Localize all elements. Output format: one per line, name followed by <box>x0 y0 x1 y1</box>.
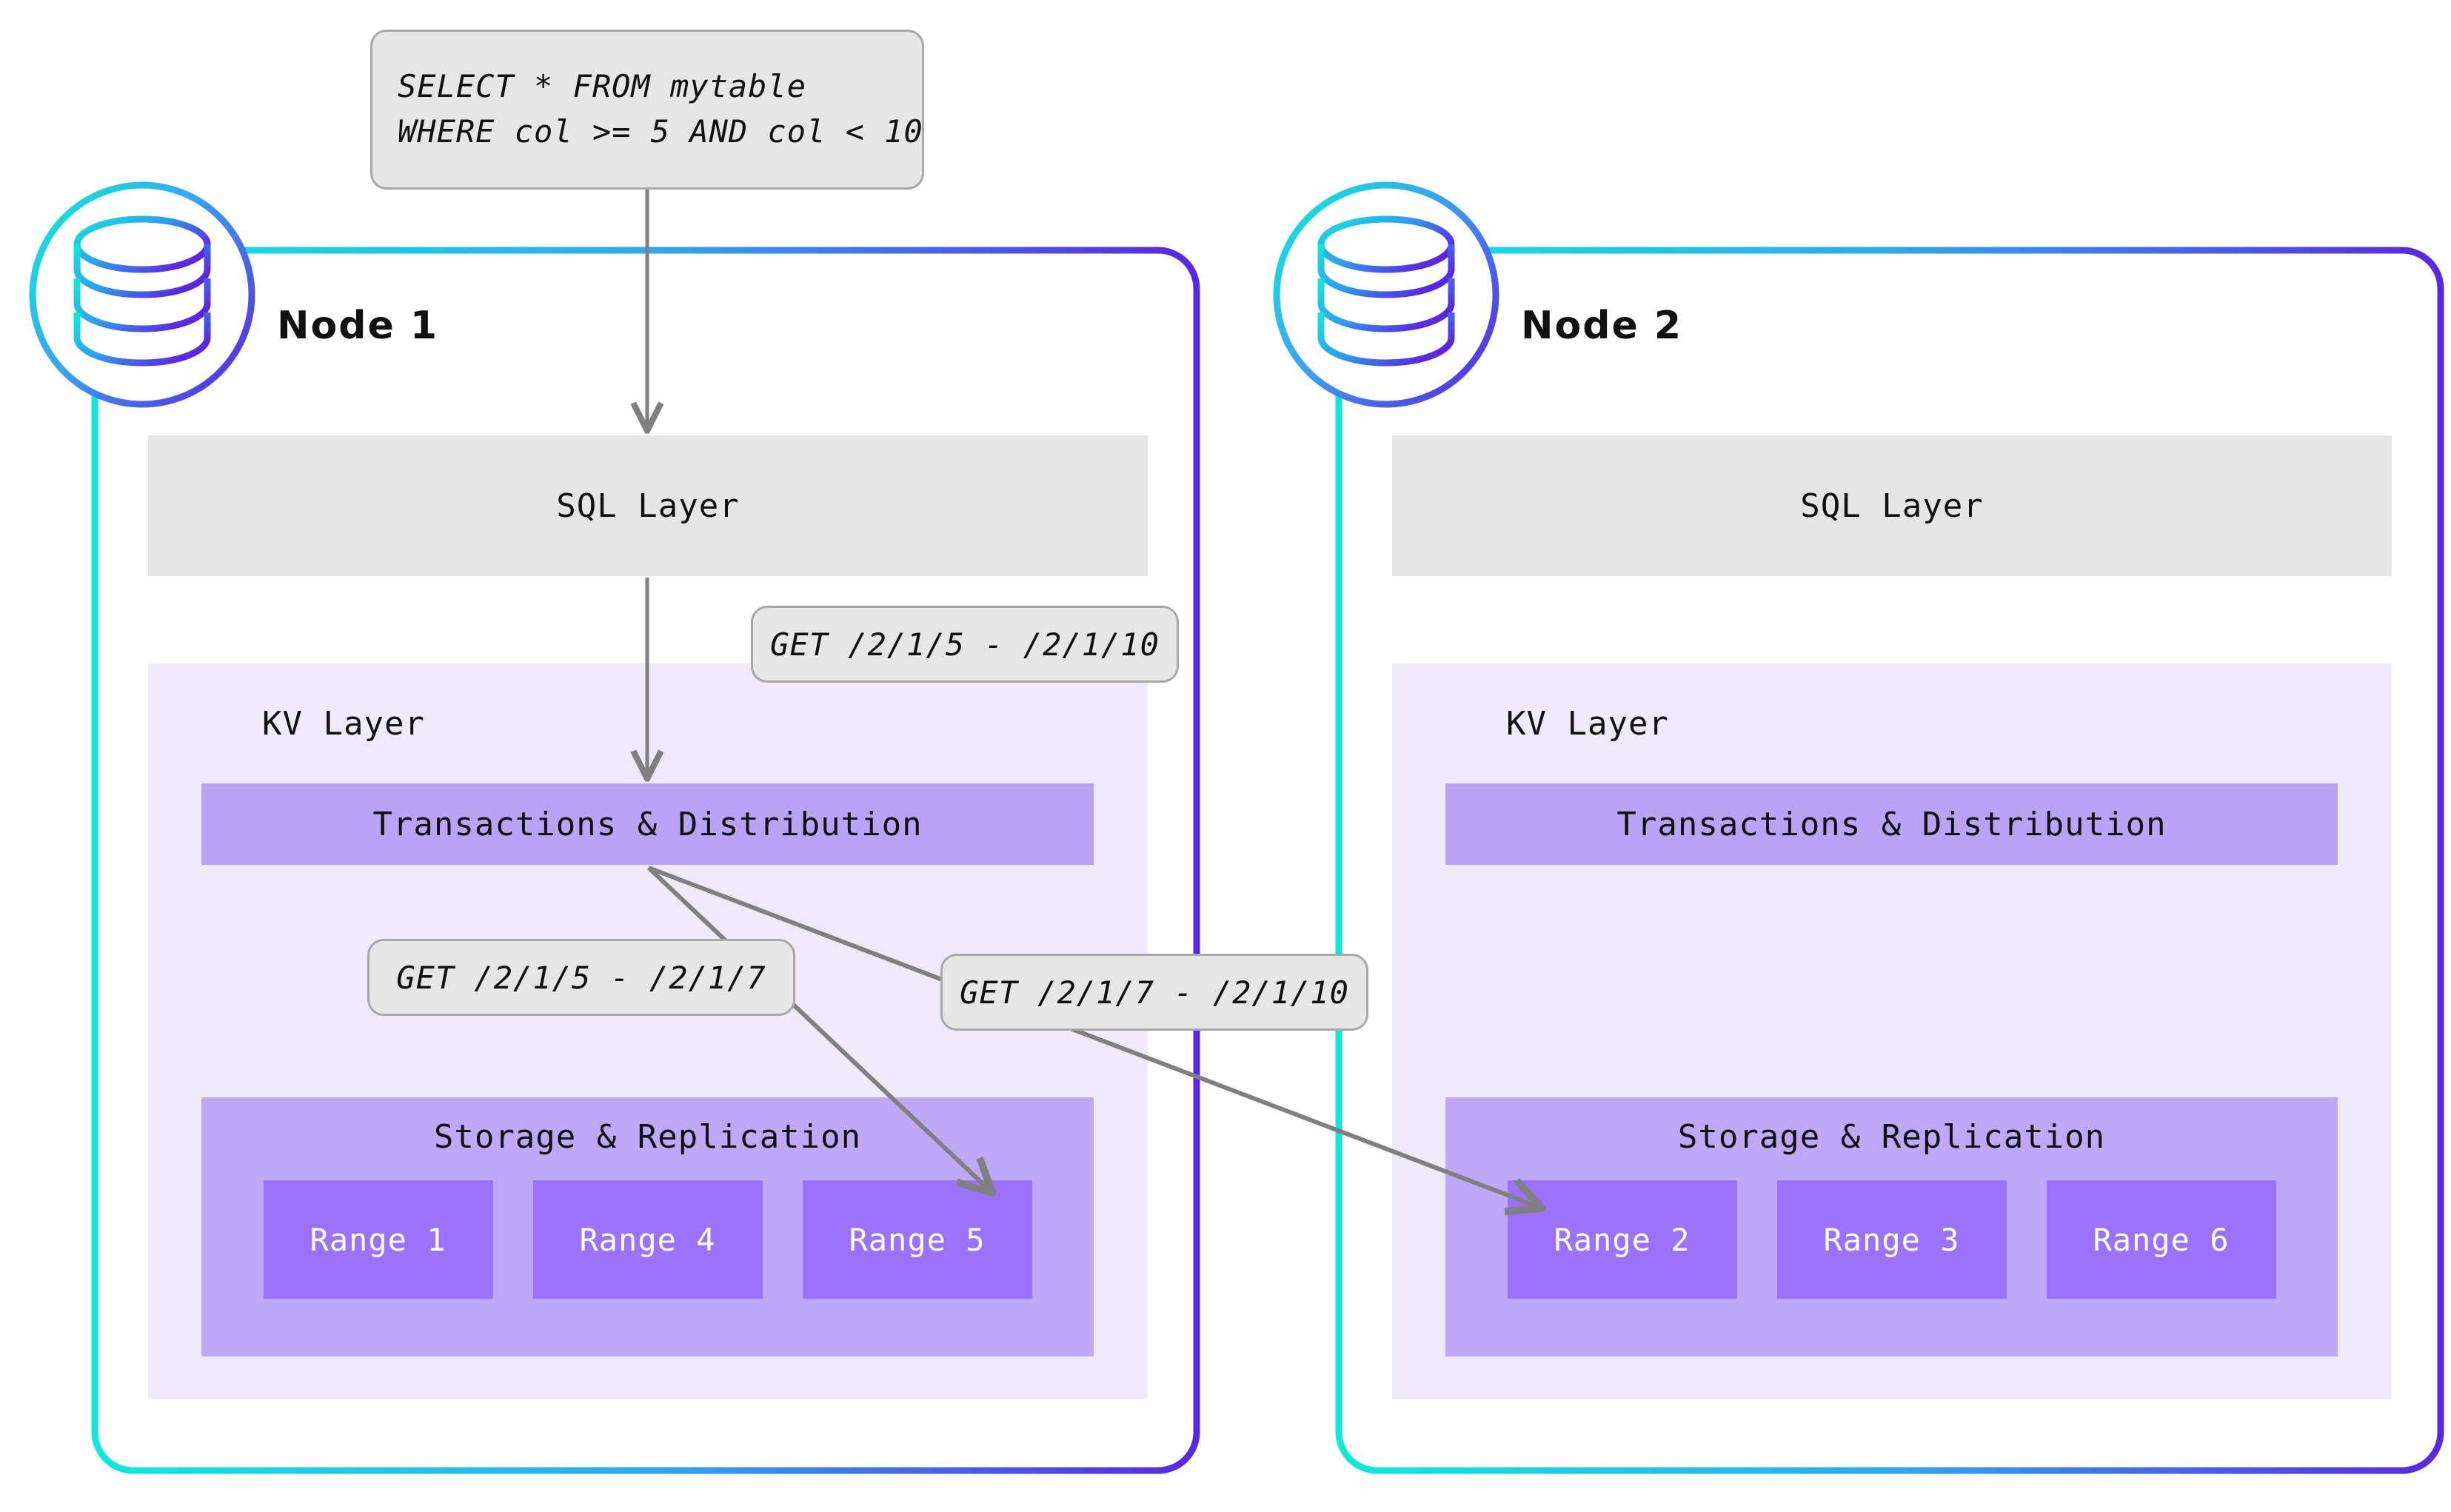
node-2-range-row: Range 2 Range 3 Range 6 <box>1445 1180 2338 1299</box>
node-1-kv-layer-label: KV Layer <box>262 705 425 743</box>
node-1-title: Node 1 <box>277 304 439 348</box>
node-1-sql-layer: SQL Layer <box>148 435 1148 576</box>
database-icon <box>29 181 255 408</box>
range-box[interactable]: Range 3 <box>1776 1180 2007 1299</box>
storage-label: Storage & Replication <box>433 1118 862 1156</box>
range-box[interactable]: Range 6 <box>2046 1180 2276 1299</box>
kv-request-callout: GET /2/1/5 - /2/1/10 <box>751 606 1179 683</box>
range-remote-callout: GET /2/1/7 - /2/1/10 <box>940 954 1368 1031</box>
sql-query-callout: SELECT * FROM mytable WHERE col >= 5 AND… <box>370 30 924 190</box>
range-box[interactable]: Range 2 <box>1507 1180 1737 1299</box>
txn-label: Transactions & Distribution <box>372 805 923 843</box>
node-2-storage-replication: Storage & Replication Range 2 Range 3 Ra… <box>1445 1097 2338 1357</box>
range-box[interactable]: Range 1 <box>263 1180 493 1299</box>
range-local-callout: GET /2/1/5 - /2/1/7 <box>367 939 795 1016</box>
node-1-storage-replication: Storage & Replication Range 1 Range 4 Ra… <box>201 1097 1094 1357</box>
storage-label: Storage & Replication <box>1677 1118 2106 1156</box>
range-box[interactable]: Range 5 <box>802 1180 1032 1299</box>
txn-label: Transactions & Distribution <box>1616 805 2167 843</box>
sql-query-line-1: SELECT * FROM mytable <box>398 68 807 105</box>
node-1-transactions-distribution: Transactions & Distribution <box>201 783 1094 865</box>
node-2-kv-layer-label: KV Layer <box>1506 705 1669 743</box>
node-2-transactions-distribution: Transactions & Distribution <box>1445 783 2338 865</box>
sql-query-line-2: WHERE col >= 5 AND col < 10 <box>398 113 923 150</box>
range-box[interactable]: Range 4 <box>532 1180 763 1299</box>
database-icon <box>1273 181 1499 408</box>
sql-layer-label: SQL Layer <box>1800 486 1984 525</box>
node-2-sql-layer: SQL Layer <box>1392 435 2392 576</box>
node-1-range-row: Range 1 Range 4 Range 5 <box>201 1180 1094 1299</box>
sql-layer-label: SQL Layer <box>556 486 740 525</box>
node-2-title: Node 2 <box>1521 304 1683 348</box>
